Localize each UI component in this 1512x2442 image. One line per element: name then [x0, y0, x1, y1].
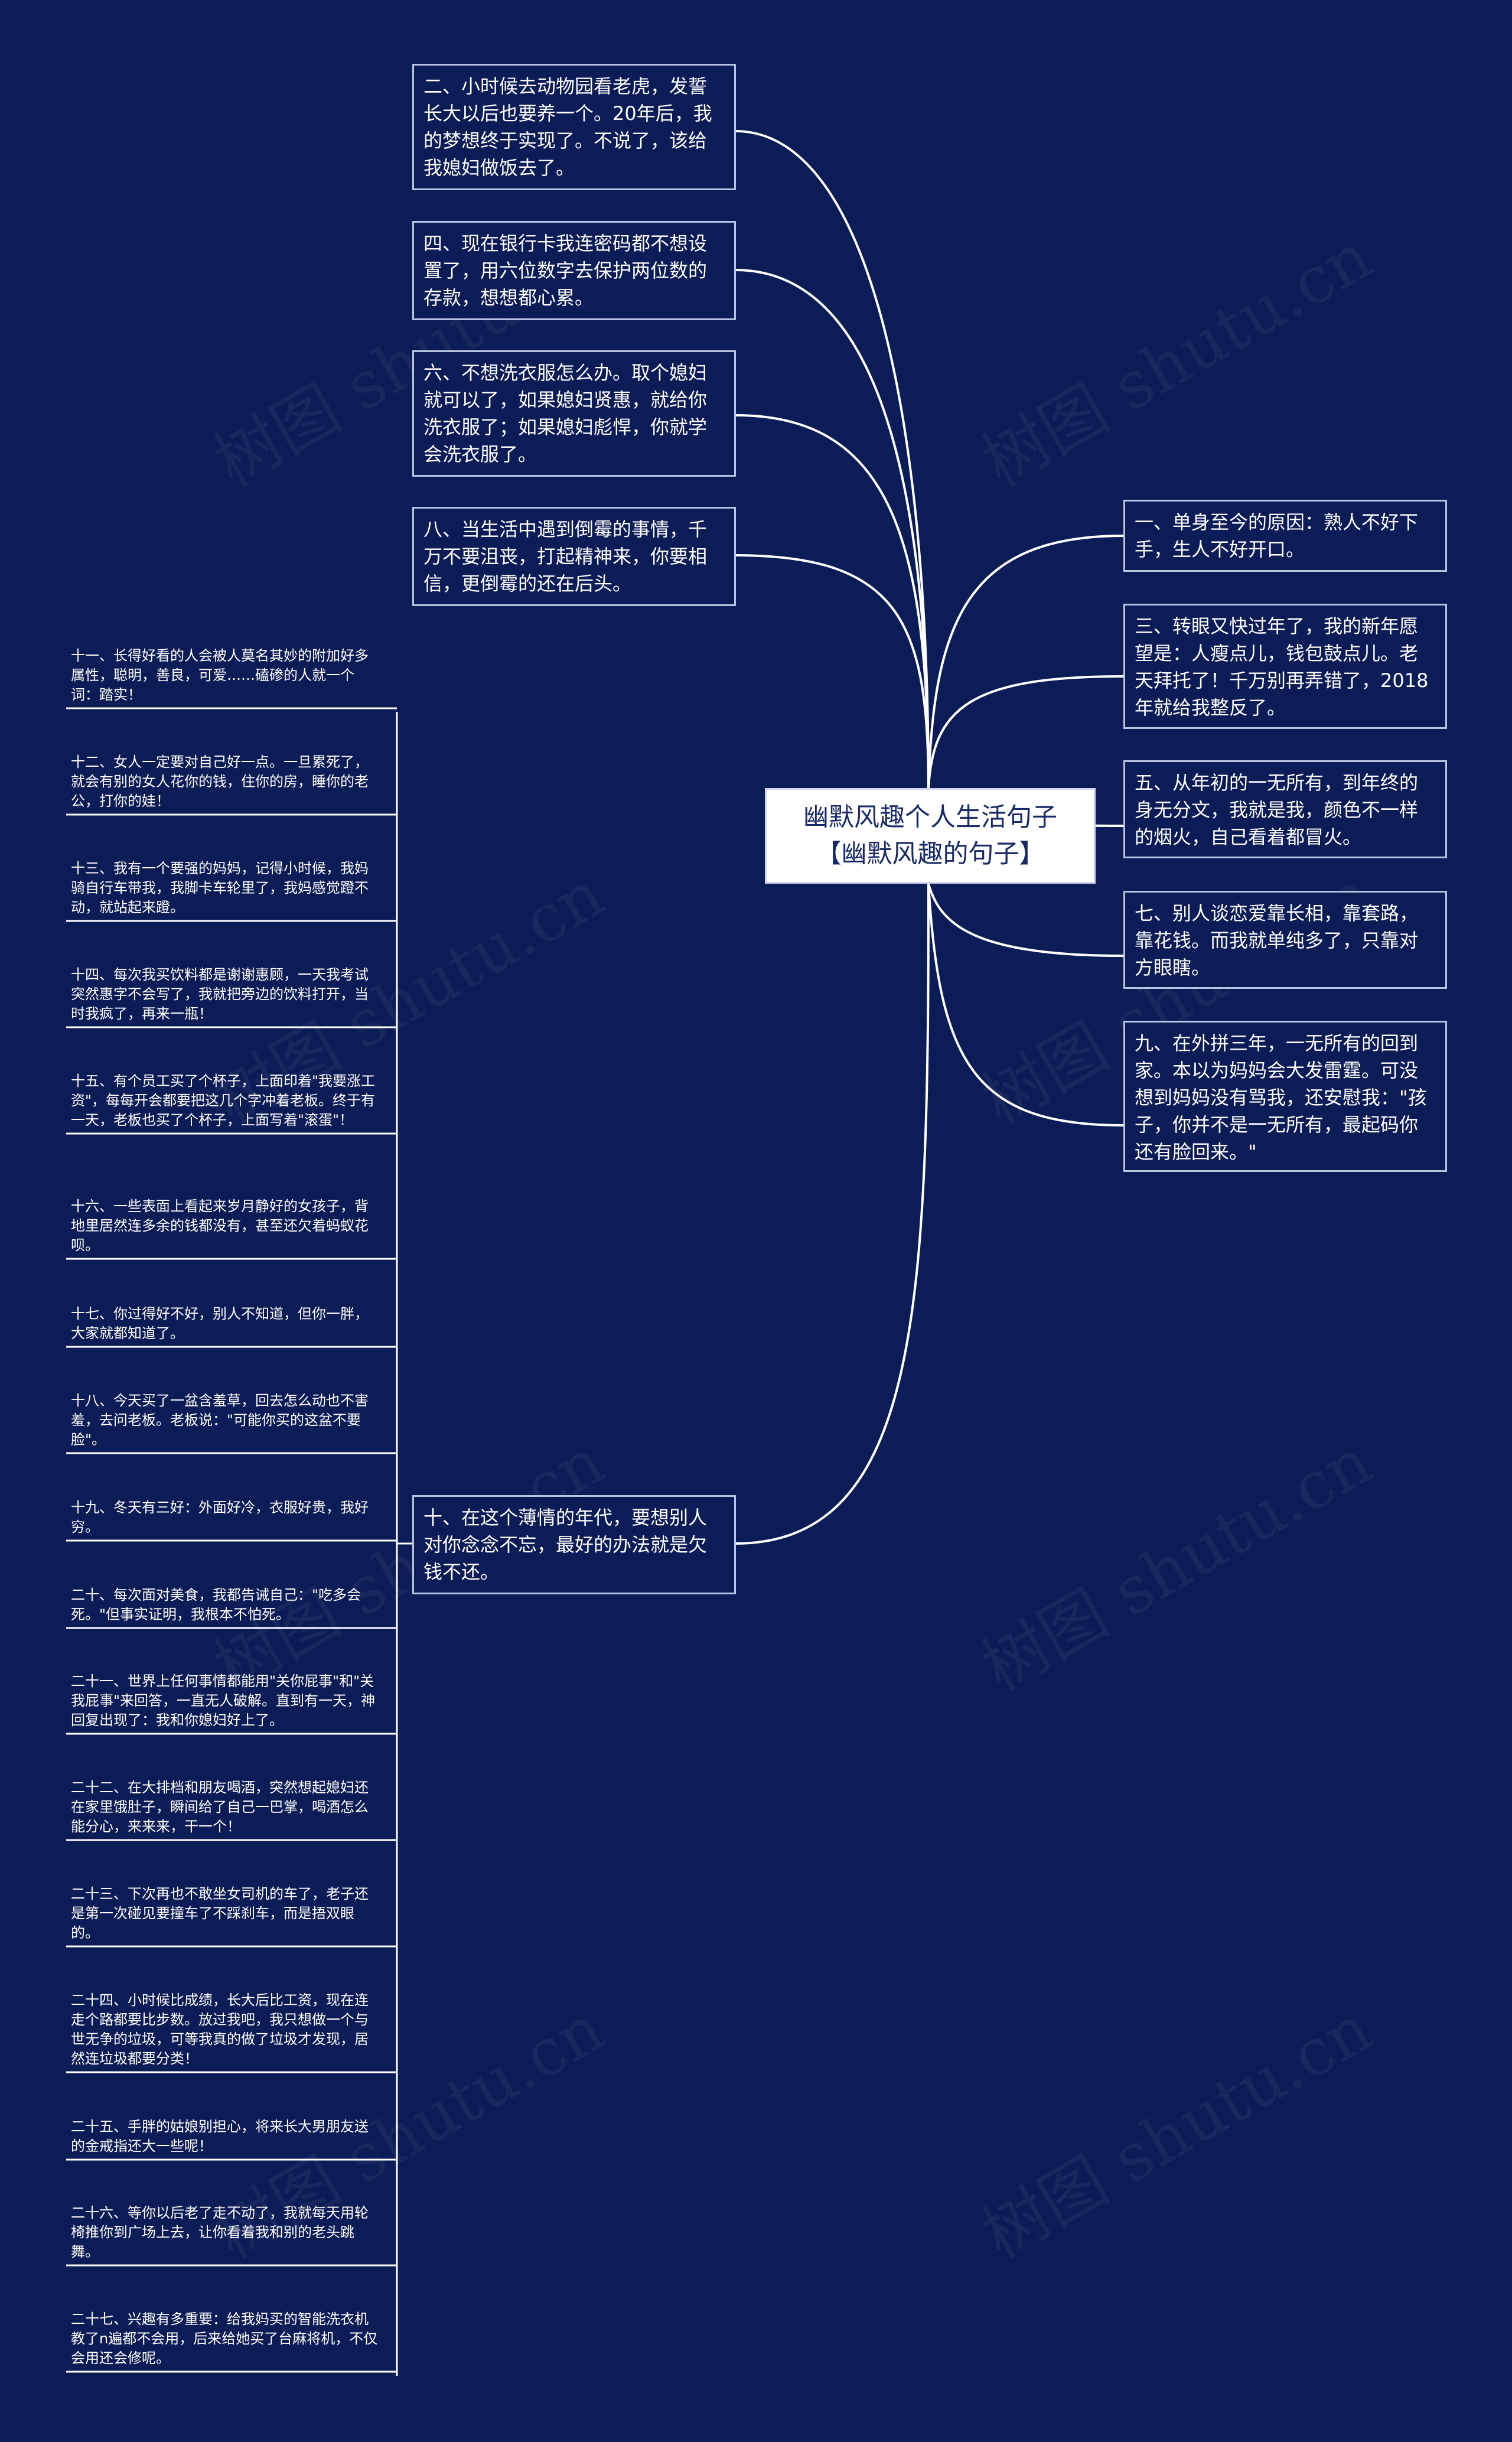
connector-line [927, 883, 1124, 957]
connector-line [735, 130, 930, 789]
root-topic[interactable]: 幽默风趣个人生活句子【幽默风趣的句子】 [765, 788, 1096, 884]
connector-line [927, 883, 1124, 1126]
leaf-item[interactable]: 二十二、在大排档和朋友喝酒，突然想起媳妇还在家里饿肚子，瞬间给了自己一巴掌，喝酒… [71, 1779, 369, 1835]
connector-line [735, 883, 930, 1545]
leaf-item[interactable]: 十八、今天买了一盆含羞草，回去怎么动也不害羞，去问老板。老板说："可能你买的这盆… [71, 1392, 369, 1448]
leaf-item[interactable]: 十三、我有一个要强的妈妈，记得小时候，我妈骑自行车带我，我脚卡车轮里了，我妈感觉… [71, 860, 369, 916]
leaf-item[interactable]: 二十四、小时候比成绩，长大后比工资，现在连走个路都要比步数。放过我吧，我只想做一… [71, 1992, 369, 2067]
leaf-item[interactable]: 十七、你过得好不好，别人不知道，但你一胖，大家就都知道了。 [71, 1305, 369, 1342]
leaf-item[interactable]: 二十五、手胖的姑娘别担心，将来长大男朋友送的金戒指还大一些呢！ [71, 2118, 369, 2154]
connector-line [735, 414, 930, 789]
leaf-item[interactable]: 二十三、下次再也不敢坐女司机的车了，老子还是第一次碰见要撞车了不踩刹车，而是捂双… [71, 1886, 369, 1941]
leaf-item[interactable]: 二十、每次面对美食，我都告诫自己："吃多会死。"但事实证明，我根本不怕死。 [71, 1587, 361, 1623]
topic-node-2[interactable]: 二、小时候去动物园看老虎，发誓长大以后也要养一个。20年后，我的梦想终于实现了。… [412, 64, 736, 190]
topic-node-4[interactable]: 四、现在银行卡我连密码都不想设置了，用六位数字去保护两位数的存款，想想都心累。 [412, 221, 736, 320]
leaf-item[interactable]: 十六、一些表面上看起来岁月静好的女孩子，背地里居然连多余的钱都没有，甚至还欠着蚂… [71, 1198, 369, 1253]
leaf-underlines [66, 707, 397, 2373]
topic-node-6[interactable]: 六、不想洗衣服怎么办。取个媳妇就可以了，如果媳妇贤惠，就给你洗衣服了；如果媳妇彪… [412, 350, 736, 477]
leaf-item[interactable]: 十四、每次我买饮料都是谢谢惠顾，一天我考试突然惠字不会写了，我就把旁边的饮料打开… [71, 966, 369, 1022]
topic-node-5[interactable]: 五、从年初的一无所有，到年终的身无分文，我就是我，颜色不一样的烟火，自己看着都冒… [1123, 760, 1447, 858]
leaf-item[interactable]: 二十一、世界上任何事情都能用"关你屁事"和"关我屁事"来回答，一直无人破解。直到… [71, 1673, 376, 1728]
topic-node-10[interactable]: 十、在这个薄情的年代，要想别人对你念念不忘，最好的办法就是欠钱不还。 [412, 1495, 736, 1594]
connector-line [735, 554, 930, 789]
topic-node-7[interactable]: 七、别人谈恋爱靠长相，靠套路，靠花钱。而我就单纯多了，只靠对方眼瞎。 [1123, 891, 1447, 989]
leaf-item[interactable]: 二十六、等你以后老了走不动了，我就每天用轮椅推你到广场上去，让你看着我和别的老头… [71, 2205, 369, 2260]
leaf-item[interactable]: 十二、女人一定要对自己好一点。一旦累死了，就会有别的女人花你的钱，住你的房，睡你… [71, 754, 369, 809]
topic-node-3[interactable]: 三、转眼又快过年了，我的新年愿望是：人瘦点儿，钱包鼓点儿。老天拜托了！千万别再弄… [1123, 604, 1447, 729]
connector-line [927, 675, 1124, 789]
topic-node-8[interactable]: 八、当生活中遇到倒霉的事情，千万不要沮丧，打起精神来，你要相信，更倒霉的还在后头… [412, 507, 736, 606]
leaf-item[interactable]: 十九、冬天有三好：外面好冷，衣服好贵，我好穷。 [71, 1499, 369, 1535]
leaf-item[interactable]: 十一、长得好看的人会被人莫名其妙的附加好多属性，聪明，善良，可爱……磕碜的人就一… [71, 647, 369, 703]
leaf-item[interactable]: 十五、有个员工买了个杯子，上面印着"我要涨工资"，每每开会都要把这几个字冲着老板… [71, 1073, 376, 1128]
topic-node-9[interactable]: 九、在外拼三年，一无所有的回到家。本以为妈妈会大发雷霆。可没想到妈妈没有骂我，还… [1123, 1021, 1447, 1172]
connector-line [927, 535, 1124, 789]
topic-node-1[interactable]: 一、单身至今的原因：熟人不好下手，生人不好开口。 [1123, 500, 1447, 572]
leaf-item[interactable]: 二十七、兴趣有多重要：给我妈买的智能洗衣机教了n遍都不会用，后来给她买了台麻将机… [71, 2311, 378, 2366]
connector-line [735, 269, 930, 789]
